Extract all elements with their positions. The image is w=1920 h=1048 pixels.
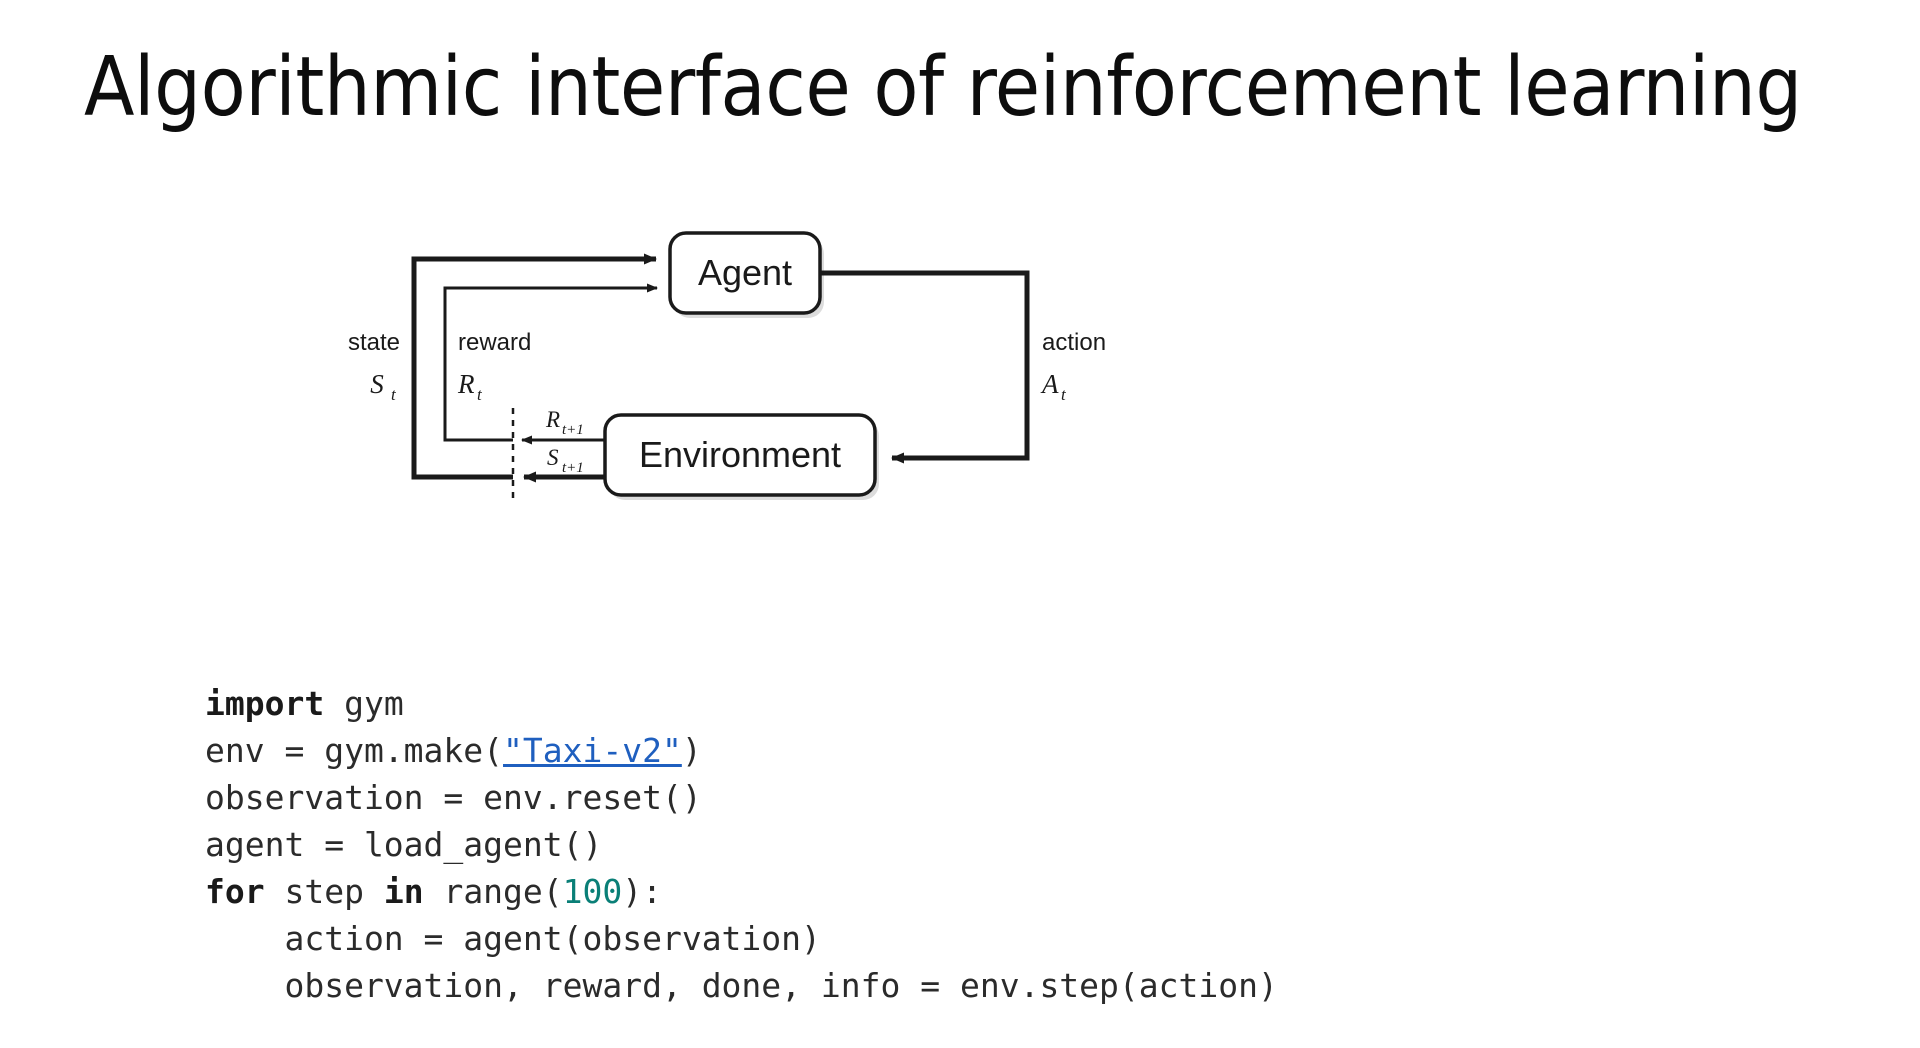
state-feedback-path — [411, 253, 657, 480]
code-line: env = gym.make("Taxi-v2") — [205, 727, 1278, 774]
state-label-group: state S t — [348, 329, 400, 404]
code-line: agent = load_agent() — [205, 821, 1278, 868]
page-title: Algorithmic interface of reinforcement l… — [84, 40, 1802, 135]
code-line: action = agent(observation) — [205, 915, 1278, 962]
code-text: gym — [324, 684, 404, 723]
next-state-label-symbol: S — [547, 445, 559, 470]
state-label-symbol: S — [370, 369, 384, 399]
code-link-taxi-v2[interactable]: "Taxi-v2" — [503, 731, 682, 770]
code-text: agent = load_agent() — [205, 825, 603, 864]
code-text: env = gym.make( — [205, 731, 504, 770]
code-keyword: for — [205, 872, 265, 911]
code-text: ): — [622, 872, 663, 911]
reward-label-subscript: t — [477, 385, 483, 404]
action-label-symbol: A — [1040, 369, 1059, 399]
environment-box-label: Environment — [639, 434, 841, 475]
code-line: import gym — [205, 680, 1278, 727]
action-label-group: action A t — [1040, 329, 1106, 404]
code-number: 100 — [562, 872, 623, 911]
reward-label-group: reward R t — [457, 329, 531, 404]
code-text: observation = env.reset() — [205, 778, 702, 817]
next-reward-label-subscript: t+1 — [562, 422, 584, 438]
state-label-word: state — [348, 329, 400, 356]
code-text: step — [264, 872, 384, 911]
code-text: ) — [681, 731, 702, 770]
reward-label-word: reward — [458, 329, 531, 356]
code-keyword: import — [205, 684, 325, 723]
action-label-word: action — [1042, 329, 1106, 356]
next-state-label-subscript: t+1 — [562, 460, 584, 476]
agent-environment-diagram: Agent Environment state — [330, 215, 1230, 525]
action-path — [820, 270, 1030, 464]
agent-box-label: Agent — [698, 252, 792, 293]
code-line: observation = env.reset() — [205, 774, 1278, 821]
action-label-subscript: t — [1061, 385, 1067, 404]
next-reward-label-symbol: R — [545, 407, 560, 432]
reward-label-symbol: R — [457, 369, 475, 399]
state-label-subscript: t — [391, 385, 397, 404]
code-text: action = agent(observation) — [205, 919, 821, 958]
code-line: observation, reward, done, info = env.st… — [205, 962, 1278, 1009]
code-text: observation, reward, done, info = env.st… — [205, 966, 1278, 1005]
code-line: for step in range(100): — [205, 868, 1278, 915]
agent-node: Agent — [668, 231, 824, 318]
code-keyword: in — [383, 872, 424, 911]
code-text: range( — [423, 872, 563, 911]
reward-feedback-path — [443, 283, 658, 442]
environment-box — [603, 413, 877, 497]
environment-node: Environment — [603, 413, 879, 500]
next-state-label-group: S t+1 — [547, 445, 584, 476]
next-reward-label-group: R t+1 — [545, 407, 584, 438]
